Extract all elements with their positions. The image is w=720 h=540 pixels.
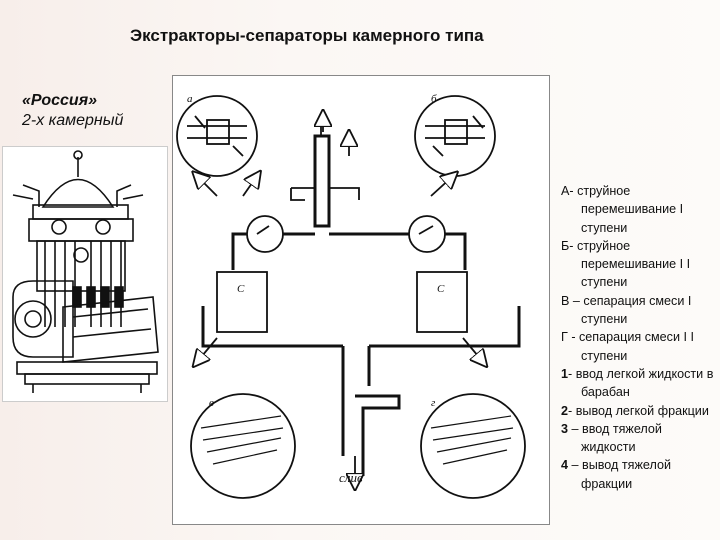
- detail-v-circle: [190, 393, 296, 499]
- label-g: г: [431, 397, 436, 409]
- label-c-left: С: [237, 283, 245, 295]
- legend-item-v: В – сепарация смеси I ступени: [561, 293, 692, 327]
- gauge-right: [408, 215, 446, 253]
- machine-drawing: [12, 150, 159, 393]
- label-b: б: [431, 93, 437, 105]
- vessel-right: [416, 271, 468, 333]
- separator-scheme-image: а б в г С С слив: [172, 75, 550, 525]
- separator-machine-image: [2, 146, 168, 402]
- label-v: в: [209, 397, 214, 409]
- slide-title: Экстракторы-сепараторы камерного типа: [130, 26, 484, 45]
- legend: А- струйное перемешивание I ступени Б- с…: [561, 182, 716, 493]
- legend-item-g: Г - сепарация смеси I I ступени: [561, 330, 694, 363]
- detail-b-circle: [414, 95, 496, 177]
- legend-item-3: 3 – ввод тяжелой жидкости: [561, 421, 662, 455]
- detail-a-circle: [176, 95, 258, 177]
- label-a: а: [187, 93, 193, 105]
- legend-item-b: Б- струйное перемешивание I I ступени: [561, 238, 691, 290]
- scheme-drawing: а б в г С С слив: [176, 93, 526, 499]
- legend-item-a: А- струйное перемешивание I ступени: [561, 184, 684, 235]
- machine-name: «Россия»: [22, 92, 98, 109]
- legend-item-1: 1- ввод легкой жидкости в барабан: [561, 366, 714, 400]
- legend-item-4: 4 – вывод тяжелой фракции: [561, 458, 672, 491]
- legend-item-2: 2- вывод легкой фракции: [561, 403, 709, 418]
- machine-type: 2-х камерный: [22, 112, 124, 129]
- vessel-left: [216, 271, 268, 333]
- gauge-left: [246, 215, 284, 253]
- label-drain: слив: [339, 470, 363, 485]
- label-c-right: С: [437, 283, 445, 295]
- detail-g-circle: [420, 393, 526, 499]
